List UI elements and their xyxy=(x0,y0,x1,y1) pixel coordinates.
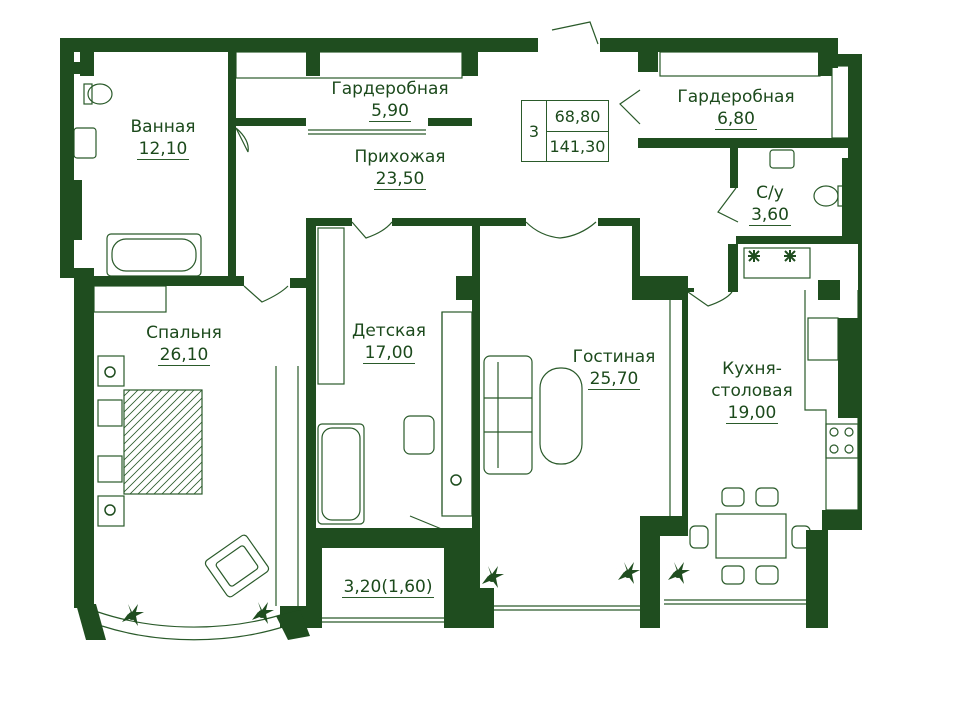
summary-box: 3 68,80 141,30 xyxy=(521,100,609,162)
room-area: 17,00 xyxy=(362,343,416,364)
bed xyxy=(97,389,203,495)
room-area: 3,60 xyxy=(749,205,791,226)
room-area: 3,20(1,60) xyxy=(341,577,435,598)
thin-lines xyxy=(73,21,859,641)
room-name: Гардеробная xyxy=(677,87,795,107)
room-label-kids: Детская 17,00 xyxy=(334,320,444,364)
room-label-living: Гостиная 25,70 xyxy=(556,346,672,390)
room-label-kitchen: Кухня- столовая 19,00 xyxy=(692,358,812,424)
room-area: 23,50 xyxy=(373,169,427,190)
room-name: Гардеробная xyxy=(331,79,449,99)
room-area: 26,10 xyxy=(157,345,211,366)
room-label-wardrobe-2: Гардеробная 6,80 xyxy=(656,86,816,130)
room-name: Кухня- столовая xyxy=(711,359,793,401)
walls xyxy=(60,38,862,640)
room-area: 6,80 xyxy=(715,109,757,130)
room-area: 25,70 xyxy=(587,369,641,390)
room-name: Спальня xyxy=(146,323,222,343)
room-name: С/у xyxy=(756,183,784,203)
living-area: 68,80 xyxy=(547,101,608,132)
room-label-bedroom: Спальня 26,10 xyxy=(124,322,244,366)
total-area: 141,30 xyxy=(549,136,606,156)
room-count: 3 xyxy=(522,101,547,161)
room-area: 12,10 xyxy=(136,139,190,160)
room-name: Прихожая xyxy=(354,147,446,167)
plant-icons xyxy=(104,366,690,626)
room-name: Детская xyxy=(352,321,426,341)
room-label-bathroom: Ванная 12,10 xyxy=(108,116,218,160)
room-name: Ванная xyxy=(130,117,196,137)
room-label-balcony: 3,20(1,60) xyxy=(330,576,446,598)
room-label-hallway: Прихожая 23,50 xyxy=(330,146,470,190)
room-area: 5,90 xyxy=(369,101,411,122)
room-area: 19,00 xyxy=(725,403,779,424)
room-label-wc: С/у 3,60 xyxy=(740,182,800,226)
room-name: Гостиная xyxy=(572,347,656,367)
room-label-wardrobe-1: Гардеробная 5,90 xyxy=(310,78,470,122)
appliance-markers xyxy=(748,250,796,262)
